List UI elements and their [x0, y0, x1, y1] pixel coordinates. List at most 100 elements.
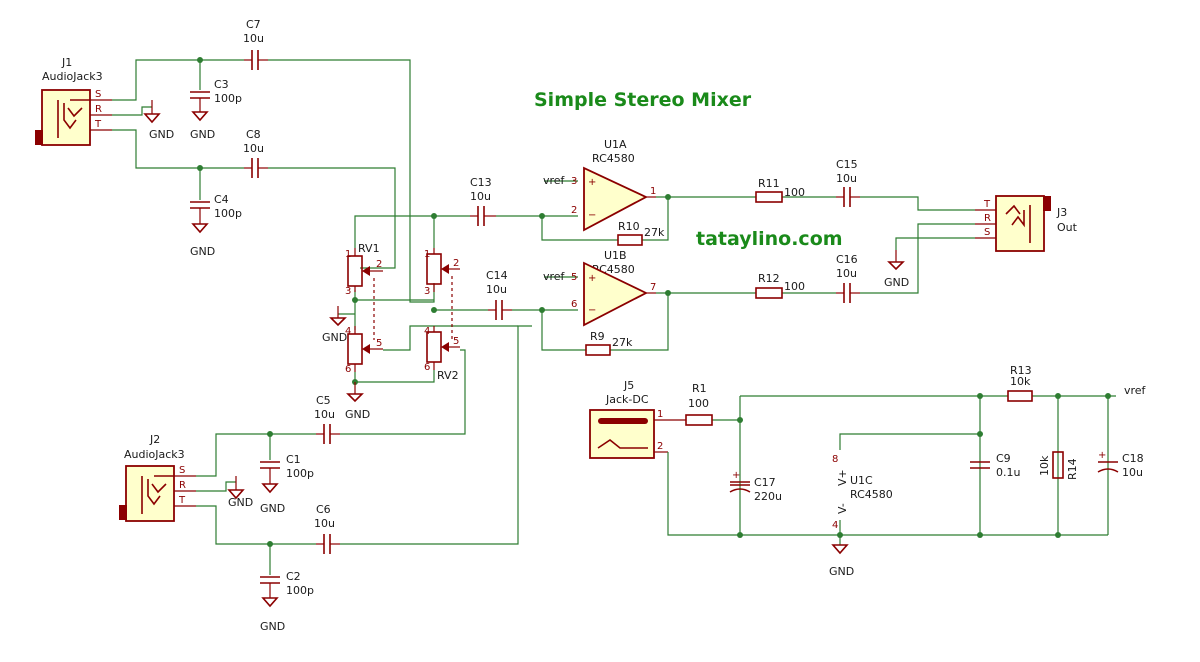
- c9-value: 0.1u: [996, 466, 1020, 479]
- u1b-ref: U1B: [604, 249, 627, 262]
- j2-pin-s: S: [179, 465, 185, 476]
- svg-text:+: +: [588, 273, 596, 284]
- c18-value: 10u: [1122, 466, 1143, 479]
- c8-ref: C8: [246, 128, 261, 141]
- resistor-r1: R1 100: [685, 382, 713, 426]
- c17-value: 220u: [754, 490, 782, 503]
- r13-ref: R13: [1010, 364, 1032, 377]
- c15-value: 10u: [836, 172, 857, 185]
- j1-plug: [35, 130, 43, 145]
- j5-pin-2: 2: [657, 441, 663, 452]
- r14-ref: R14: [1066, 458, 1079, 480]
- c9-ref: C9: [996, 452, 1011, 465]
- svg-text:+: +: [732, 470, 740, 481]
- c16-ref: C16: [836, 253, 858, 266]
- capacitor-c7: C7 10u: [243, 18, 268, 70]
- c3-value: 100p: [214, 92, 242, 105]
- j1-contacts-icon: [57, 99, 90, 138]
- c7-value: 10u: [243, 32, 264, 45]
- rv-lower-gnd-label: GND: [345, 408, 370, 421]
- rv1-pin-4: 4: [345, 326, 351, 337]
- r14-value: 10k: [1038, 455, 1051, 476]
- wires: [112, 59, 1116, 575]
- rv2-pin-1: 1: [424, 249, 430, 260]
- rv2-pin-6: 6: [424, 362, 430, 373]
- j1-pin-t: T: [94, 119, 102, 130]
- j2-plug: [119, 505, 127, 520]
- j2-pin-t: T: [178, 495, 186, 506]
- capacitor-c5: C5 10u: [314, 394, 340, 444]
- c5-ref: C5: [316, 394, 331, 407]
- j1-value: AudioJack3: [42, 70, 103, 83]
- j2-body: [125, 465, 175, 522]
- capacitor-c15: C15 10u: [836, 158, 860, 207]
- capacitor-c17: + C17 220u: [729, 470, 782, 503]
- gnd-rv1: GND: [322, 306, 347, 344]
- opamp-u1c: 8 4 V+ V- U1C RC4580: [832, 454, 893, 531]
- capacitor-c4: C4 100p GND: [190, 193, 242, 258]
- r12-value: 100: [784, 280, 805, 293]
- gnd-j3: GND: [884, 250, 909, 289]
- svg-text:+: +: [1098, 450, 1106, 461]
- j3-contacts-icon: [1005, 204, 1031, 243]
- c3-ref: C3: [214, 78, 229, 91]
- capacitor-c13: C13 10u: [470, 176, 496, 226]
- audio-jack-j2: J2 AudioJack3 S R T: [119, 433, 196, 522]
- rv2-pin-4: 4: [424, 326, 430, 337]
- u1b-pin-7: 7: [650, 282, 656, 293]
- r13-value: 10k: [1010, 375, 1031, 388]
- u1c-value: RC4580: [850, 488, 893, 501]
- svg-text:−: −: [588, 305, 596, 316]
- u1c-vplus-label: V+: [836, 469, 849, 486]
- rv1-pin-3: 3: [345, 286, 351, 297]
- svg-text:−: −: [588, 210, 596, 221]
- c15-ref: C15: [836, 158, 858, 171]
- opamp-u1a: U1A RC4580 + − vref 3 2 1: [543, 138, 656, 232]
- gnd-j2-ring: GND: [227, 476, 253, 509]
- r11-ref: R11: [758, 177, 780, 190]
- resistor-r12: R12 100: [755, 272, 805, 299]
- u1a-vref-label: vref: [543, 174, 566, 187]
- j1-pin-s: S: [95, 89, 101, 100]
- gnd-power: GND: [829, 544, 854, 578]
- gnd-rv-lower: GND: [345, 382, 370, 421]
- j3-ref: J3: [1056, 206, 1067, 219]
- capacitor-c14: C14 10u: [486, 269, 512, 320]
- rv1-pin-5: 5: [376, 338, 382, 349]
- c18-ref: C18: [1122, 452, 1144, 465]
- power-gnd-label: GND: [829, 565, 854, 578]
- c14-value: 10u: [486, 283, 507, 296]
- resistor-r13: R13 10k: [1007, 364, 1033, 402]
- schematic-title: Simple Stereo Mixer: [534, 89, 752, 111]
- capacitor-c8: C8 10u: [243, 128, 268, 178]
- c14-ref: C14: [486, 269, 508, 282]
- j1-pin-r: R: [95, 104, 102, 115]
- j2-ref: J2: [149, 433, 160, 446]
- j1-gnd-label: GND: [149, 128, 174, 141]
- u1a-ref: U1A: [604, 138, 627, 151]
- vref-net-label: vref: [1124, 384, 1147, 397]
- j2-pin-r: R: [179, 480, 186, 491]
- r10-ref: R10: [618, 220, 640, 233]
- j5-value: Jack-DC: [605, 393, 649, 406]
- rv2-pin-2: 2: [453, 258, 459, 269]
- j5-ref: J5: [623, 379, 634, 392]
- j3-plug: [1043, 196, 1051, 211]
- j5-pin-1: 1: [657, 409, 663, 420]
- capacitor-c2: C2 100p GND: [260, 570, 314, 633]
- potentiometer-rv2: RV2 1 2 3 4 5 6: [424, 248, 460, 382]
- u1c-pin-4: 4: [832, 520, 838, 531]
- c4-ref: C4: [214, 193, 229, 206]
- rv2-pin-3: 3: [424, 286, 430, 297]
- c4-value: 100p: [214, 207, 242, 220]
- c2-gnd-label: GND: [260, 620, 285, 633]
- resistor-r10: R10 27k: [617, 220, 665, 246]
- j3-pin-s: S: [984, 227, 990, 238]
- j5-switch-icon: [597, 439, 648, 449]
- capacitor-c9: C9 0.1u: [970, 452, 1020, 479]
- r9-ref: R9: [590, 330, 605, 343]
- u1a-pin-2: 2: [571, 205, 577, 216]
- j3-gnd-label: GND: [884, 276, 909, 289]
- capacitor-c16: C16 10u: [836, 253, 860, 303]
